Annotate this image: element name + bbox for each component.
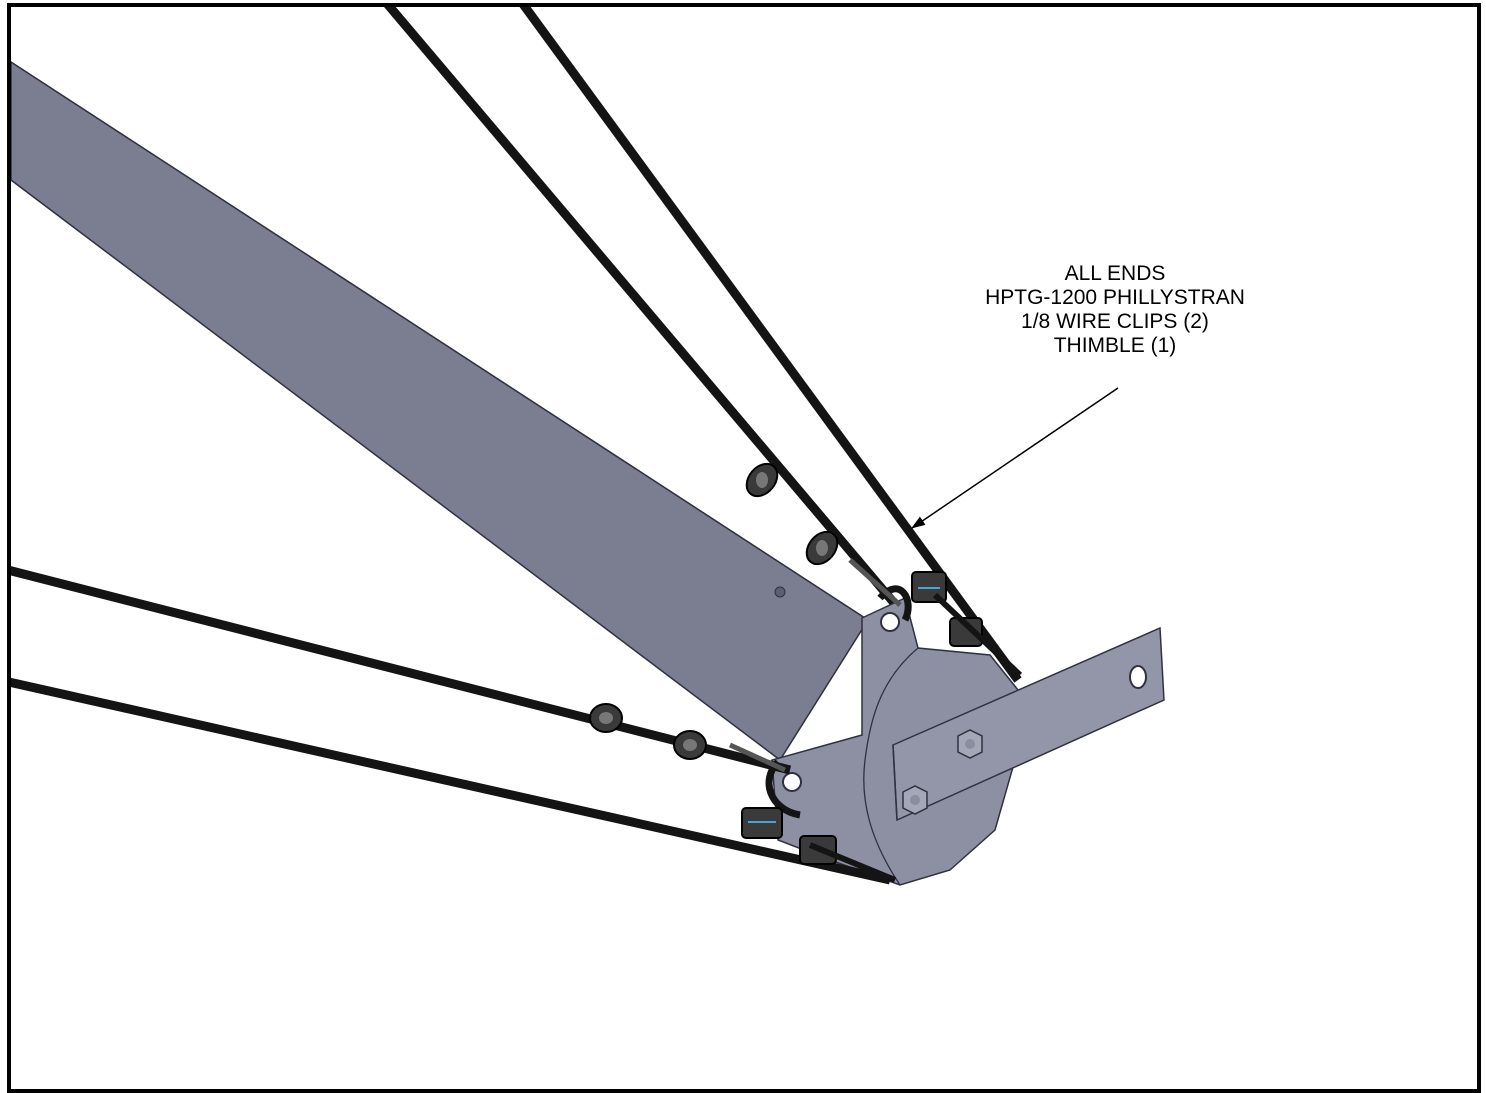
cable-lower-lower — [11, 677, 891, 885]
callout-line-1: ALL ENDS — [1064, 262, 1166, 285]
lower-cables — [11, 558, 912, 885]
callout-note: ALL ENDS HPTG-1200 PHILLYSTRAN 1/8 WIRE … — [930, 262, 1300, 358]
callout-line-4: THIMBLE (1) — [1053, 334, 1177, 357]
wire-clip — [741, 807, 783, 839]
end-cap-inner-edge — [863, 647, 919, 886]
boom-tube — [11, 61, 870, 762]
wire-clip — [589, 703, 623, 733]
boom-edge-line — [11, 61, 869, 621]
callout-leader-arrow — [911, 387, 1119, 529]
wire-clips — [589, 462, 1023, 883]
boom-top-face — [11, 61, 870, 762]
cable-upper-right — [519, 7, 1022, 683]
cable-tail-lower — [808, 842, 897, 883]
wire-clip — [745, 462, 779, 498]
mounting-bar — [892, 626, 1165, 822]
cable-upper-left — [384, 7, 904, 613]
lower-tab-hole — [782, 772, 802, 792]
cable-lower-upper — [11, 566, 792, 775]
bolt-head-upper — [957, 729, 983, 759]
cable-tail-upper — [932, 592, 1023, 678]
wire-clip — [673, 730, 707, 760]
boom-hole — [774, 586, 786, 598]
upper-cables — [384, 7, 1022, 683]
thimble-loop-lower — [765, 759, 801, 819]
callout-line-3: 1/8 WIRE CLIPS (2) — [1021, 310, 1209, 333]
bolt-head-lower — [902, 785, 928, 815]
mounting-bar-edge — [892, 744, 898, 821]
wire-clip — [949, 617, 983, 647]
callout-line-2: HPTG-1200 PHILLYSTRAN — [985, 286, 1245, 309]
cable-return-upper — [848, 558, 902, 607]
upper-tab-hole — [880, 612, 900, 632]
cable-return-lower — [728, 742, 787, 773]
mounting-bar-hole — [1129, 665, 1147, 689]
wire-clip — [805, 530, 839, 566]
